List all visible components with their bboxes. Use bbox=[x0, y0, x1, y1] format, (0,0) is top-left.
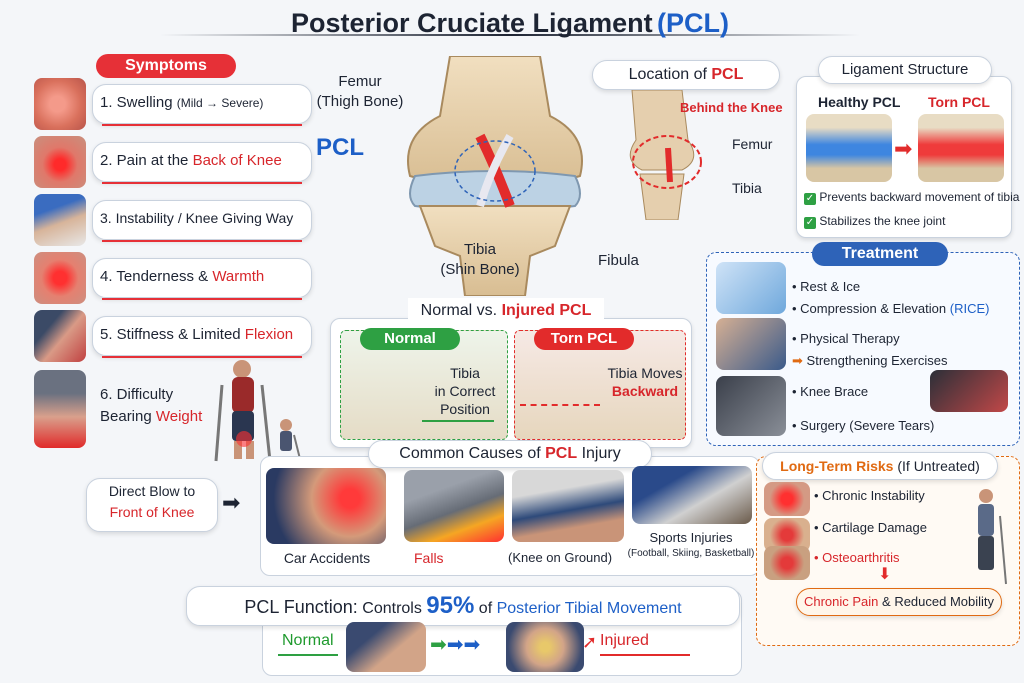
arrow-right-icon: ➡ bbox=[894, 136, 913, 161]
car-accident-image bbox=[404, 470, 504, 542]
femur-label: Femur (Thigh Bone) bbox=[316, 73, 404, 110]
normal-description: Tibia in Correct Position bbox=[434, 365, 496, 417]
instability-image bbox=[34, 194, 86, 246]
list-item: 5. Stiffness & Limited Flexion bbox=[30, 308, 312, 366]
healthy-pcl-image bbox=[806, 114, 892, 182]
falls-label: Falls bbox=[414, 550, 444, 566]
check-icon: ✓ bbox=[804, 217, 816, 229]
tibia-label: Tibia (Shin Bone) bbox=[440, 241, 520, 278]
knee-anatomy-illustration bbox=[380, 55, 610, 297]
torn-tag: Torn PCL bbox=[534, 328, 634, 350]
knee-on-ground-label: (Knee on Ground) bbox=[508, 550, 613, 565]
arrow-right-icon: ➡➡➡ bbox=[430, 634, 481, 656]
crutch-person-illustration bbox=[200, 355, 310, 465]
chronic-pain-box: Chronic Pain & Reduced Mobility bbox=[796, 588, 1002, 616]
normal-tag: Normal bbox=[360, 328, 460, 350]
torn-pcl-label: Torn PCL bbox=[928, 94, 990, 110]
stiffness-image bbox=[34, 310, 86, 362]
normal-vs-injured-title: Normal vs. Injured PCL bbox=[408, 298, 604, 324]
behind-knee-label: Behind the Knee bbox=[680, 100, 783, 115]
list-item: 4. Tenderness & Warmth bbox=[30, 250, 312, 308]
arrow-down-icon: ⬇ bbox=[878, 566, 892, 583]
sports-image bbox=[632, 466, 752, 524]
arrow-right-icon: ➡ bbox=[792, 353, 803, 368]
healthy-pcl-label: Healthy PCL bbox=[818, 94, 901, 110]
sports-label: Sports Injuries (Football, Skiing, Baske… bbox=[627, 530, 755, 559]
knee-brace-image bbox=[930, 370, 1008, 412]
torn-description: Tibia Moves Backward bbox=[607, 365, 683, 399]
arrow-left-icon bbox=[422, 420, 494, 422]
list-item: • Osteoarthritis bbox=[814, 550, 900, 565]
fall-image bbox=[512, 470, 624, 542]
list-item: • Knee Brace bbox=[792, 384, 869, 399]
list-item: 3. Instability / Knee Giving Way bbox=[30, 192, 312, 250]
green-line bbox=[278, 654, 338, 656]
check-icon: ✓ bbox=[804, 193, 816, 205]
list-item: • Chronic Instability bbox=[814, 488, 925, 503]
ice-pack-image bbox=[716, 262, 786, 314]
list-item: • Physical Therapy ➡ Strengthening Exerc… bbox=[792, 331, 948, 368]
risks-title: Long-Term Risks (If Untreated) bbox=[762, 452, 998, 480]
osteoarthritis-image bbox=[764, 546, 810, 580]
function-title: PCL Function: Controls 95% of Posterior … bbox=[186, 586, 740, 626]
car-accidents-label: Car Accidents bbox=[283, 550, 371, 566]
direct-blow-image bbox=[266, 468, 386, 544]
list-item: • Surgery (Severe Tears) bbox=[792, 418, 935, 433]
function-knee-image bbox=[506, 622, 584, 672]
list-item: 1. Swelling (Mild → Severe) bbox=[30, 76, 312, 134]
red-line bbox=[600, 654, 690, 656]
location-illustration bbox=[612, 89, 732, 221]
pcl-label: PCL bbox=[316, 134, 364, 161]
check-item: ✓ Stabilizes the knee joint bbox=[804, 214, 946, 229]
symptoms-list: 1. Swelling (Mild → Severe) 2. Pain at t… bbox=[30, 76, 312, 458]
torn-pcl-image bbox=[918, 114, 1004, 182]
ligament-structure-title: Ligament Structure bbox=[818, 56, 992, 84]
tenderness-image bbox=[34, 252, 86, 304]
bearing-weight-image bbox=[34, 370, 86, 448]
fibula-label: Fibula bbox=[598, 252, 639, 269]
list-item: 2. Pain at the Back of Knee bbox=[30, 134, 312, 192]
knee-brace-image bbox=[716, 376, 786, 436]
swelling-knee-image bbox=[34, 78, 86, 130]
arrow-right-icon: ➡ bbox=[222, 490, 241, 515]
symptoms-header: Symptoms bbox=[96, 54, 236, 78]
normal-label: Normal bbox=[282, 632, 334, 649]
arrow-right-icon: ➚ bbox=[582, 632, 598, 652]
direct-blow-box: Direct Blow to Front of Knee bbox=[86, 478, 218, 532]
arrow-left-icon bbox=[520, 404, 600, 406]
list-item: • Rest & Ice • Compression & Elevation (… bbox=[792, 279, 990, 316]
page-title: Posterior Cruciate Ligament bbox=[290, 8, 653, 38]
instability-image bbox=[764, 482, 810, 516]
elderly-person-illustration bbox=[960, 486, 1016, 586]
causes-title: Common Causes of PCL Injury bbox=[368, 440, 652, 468]
injured-label: Injured bbox=[600, 632, 649, 649]
title-banner: Posterior Cruciate Ligament (PCL) bbox=[160, 4, 860, 48]
list-item: • Cartilage Damage bbox=[814, 520, 927, 535]
location-femur-label: Femur bbox=[732, 136, 773, 152]
list-item: 6. Difficulty Bearing Weight bbox=[30, 368, 310, 458]
location-title: Location of PCL bbox=[592, 60, 780, 90]
function-knee-image bbox=[346, 622, 426, 672]
page-title-abbr: (PCL) bbox=[657, 8, 730, 38]
location-tibia-label: Tibia bbox=[732, 180, 762, 196]
physical-therapy-image bbox=[716, 318, 786, 370]
knee-pain-image bbox=[34, 136, 86, 188]
treatment-header: Treatment bbox=[812, 242, 948, 266]
check-item: ✓ Prevents backward movement of tibia bbox=[804, 190, 1020, 205]
